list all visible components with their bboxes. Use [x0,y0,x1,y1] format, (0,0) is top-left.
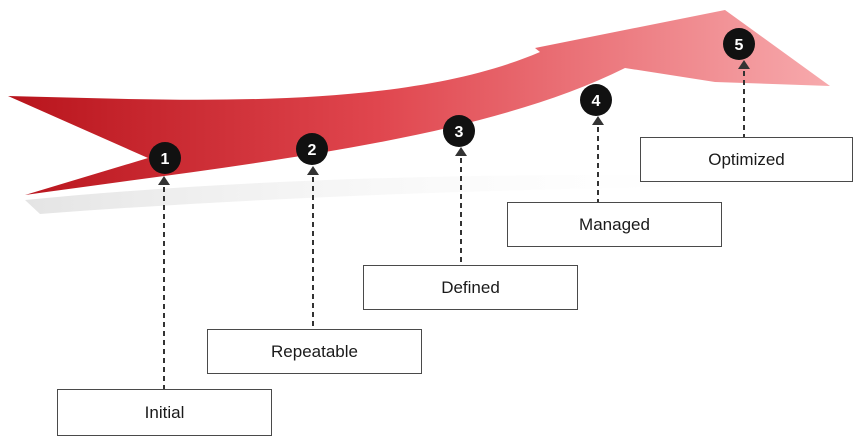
arrow-shadow [25,174,760,214]
connectors [158,60,750,389]
stage-label: Defined [441,277,500,297]
connector-arrowhead-5 [738,60,750,69]
stage-box-managed: Managed [507,202,722,247]
stage-label: Managed [579,214,650,234]
connector-arrowhead-1 [158,176,170,185]
connector-arrowhead-2 [307,166,319,175]
stage-marker-4: 4 [580,84,612,116]
stage-label: Optimized [708,149,785,169]
stage-number-4: 4 [592,93,601,110]
stage-label: Initial [144,402,185,422]
stage-box-optimized: Optimized [640,137,853,182]
stage-marker-5: 5 [723,28,755,60]
stage-marker-1: 1 [149,142,181,174]
stage-number-3: 3 [455,124,464,141]
stage-number-5: 5 [735,37,744,54]
stage-marker-2: 2 [296,133,328,165]
connector-arrowhead-3 [455,147,467,156]
stage-box-initial: Initial [57,389,272,436]
stage-label: Repeatable [271,341,358,361]
stage-box-defined: Defined [363,265,578,310]
stage-box-repeatable: Repeatable [207,329,422,374]
connector-arrowhead-4 [592,116,604,125]
stage-number-2: 2 [308,142,317,159]
growth-arrow [8,10,830,195]
stage-marker-3: 3 [443,115,475,147]
stage-number-1: 1 [161,151,170,168]
